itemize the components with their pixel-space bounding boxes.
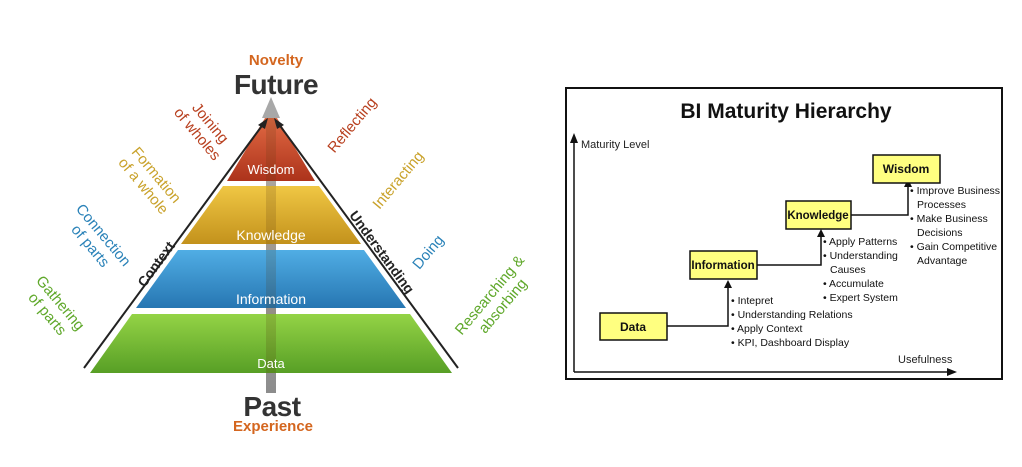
pyramid-layer-knowledge [181,186,361,244]
level-label-information: Information [236,291,306,307]
svg-text:• Apply Context: • Apply Context [731,323,802,335]
bi-chart-title: BI Maturity Hierarchy [680,100,892,123]
pyramid-layer-data [90,314,452,373]
level-label-data: Data [257,356,285,371]
top-small-label: Novelty [249,52,304,69]
svg-text:• Understanding Relations: • Understanding Relations [731,309,853,321]
left-label-joining-of-wholes: Joining of wholes [170,100,232,164]
pyramid-layer-wisdom [227,118,315,181]
y-axis-arrow [570,133,578,143]
left-label-gathering-of-parts: Gathering of parts [24,273,87,339]
svg-text:Knowledge: Knowledge [787,210,848,222]
left-label-formation-of-a-whole: Formation of a whole [115,144,185,218]
svg-text:Decisions: Decisions [917,227,963,239]
right-label-researching-absorbing: Researching & absorbing [452,252,531,338]
svg-text:Information: Information [691,260,754,272]
svg-text:Doing: Doing [409,232,447,273]
time-arrow-head [262,97,280,118]
svg-text:• Gain Competitive: • Gain Competitive [910,241,997,253]
right-label-interacting: Interacting [369,148,427,213]
bullets-wisdom: • Improve Business Processes • Make Busi… [910,185,1000,267]
pyramid-layer-information [136,250,406,308]
bottom-big-label: Past [243,391,300,422]
right-label-doing: Doing [409,232,447,273]
svg-text:• KPI, Dashboard Display: • KPI, Dashboard Display [731,337,850,349]
svg-text:• Intepret: • Intepret [731,295,773,307]
svg-text:• Understanding: • Understanding [823,250,898,262]
svg-text:Wisdom: Wisdom [883,162,930,176]
svg-text:Reflecting: Reflecting [324,94,380,156]
top-big-label: Future [234,69,318,100]
svg-text:• Apply Patterns: • Apply Patterns [823,236,897,248]
stage-box-wisdom: Wisdom [872,154,941,184]
context-arrow-head [258,118,268,129]
x-axis-label: Usefulness [898,354,953,366]
stage-box-data: Data [599,312,668,341]
bullets-knowledge: • Apply Patterns • Understanding Causes … [823,236,898,304]
svg-text:• Make Business: • Make Business [910,213,988,225]
svg-text:• Expert System: • Expert System [823,292,898,304]
stage-box-information: Information [689,250,758,280]
svg-text:• Accumulate: • Accumulate [823,278,884,290]
understanding-arrow-head [274,118,284,129]
right-label-reflecting: Reflecting [324,94,380,156]
svg-text:• Improve Business: • Improve Business [910,185,1000,197]
understanding-side-line [277,122,459,369]
svg-text:Processes: Processes [917,199,966,211]
connector-knowledge-wisdom [851,185,909,216]
svg-text:Causes: Causes [830,264,866,276]
connector-information-knowledge [757,235,822,266]
bottom-small-label: Experience [233,418,313,435]
svg-text:Data: Data [620,320,646,334]
context-side-line [83,122,265,369]
level-label-wisdom: Wisdom [248,162,295,177]
left-label-connection-of-parts: Connection of parts [67,201,134,271]
connector-data-information [667,286,729,327]
y-axis-label: Maturity Level [581,139,649,151]
bullets-information: • Intepret • Understanding Relations • A… [731,295,853,349]
stage-box-knowledge: Knowledge [785,200,852,230]
level-label-knowledge: Knowledge [236,227,305,243]
svg-text:Advantage: Advantage [917,255,967,267]
svg-text:Interacting: Interacting [369,148,427,213]
x-axis-arrow [947,368,957,376]
